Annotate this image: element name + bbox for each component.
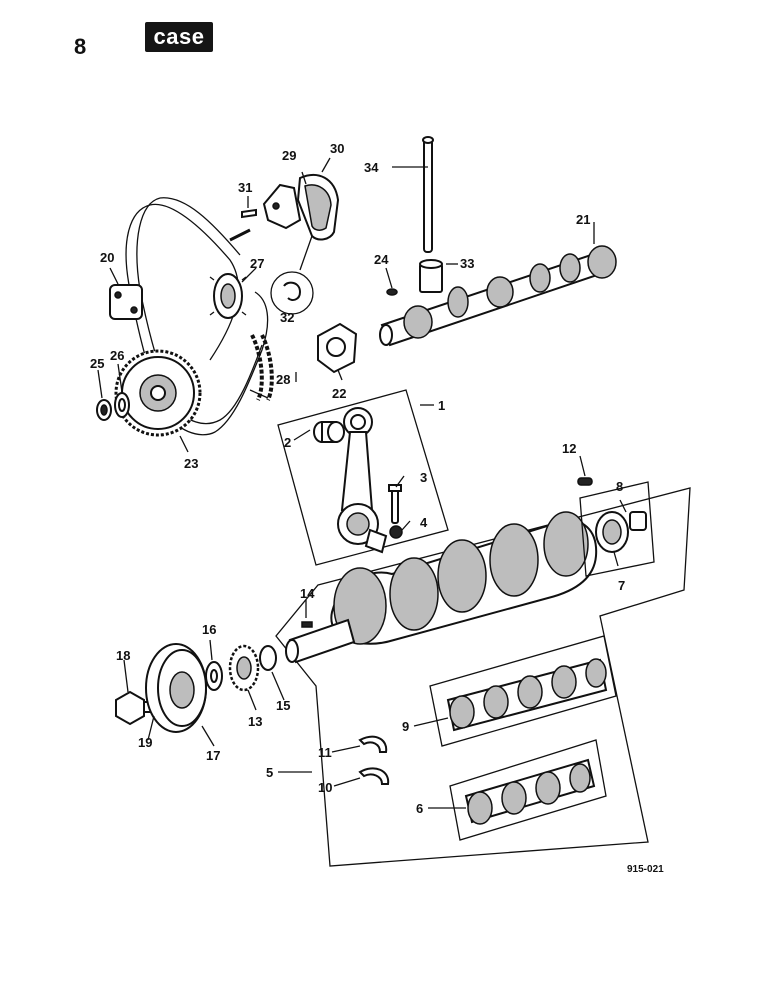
- callout-27: 27: [250, 256, 264, 271]
- callout-16: 16: [202, 622, 216, 637]
- callout-32: 32: [280, 310, 294, 325]
- main-bearing-box-6: [449, 739, 607, 841]
- part-1-connecting-rod: [337, 407, 388, 554]
- part-4-rod-nut: [389, 525, 403, 539]
- part-27-sprocket: [209, 273, 247, 319]
- callout-9: 9: [402, 719, 409, 734]
- callout-14: 14: [300, 586, 315, 601]
- part-3-rod-bolt: [388, 484, 402, 524]
- callout-10: 10: [318, 780, 332, 795]
- part-20-tensioner-block: [109, 284, 143, 320]
- callout-20: 20: [100, 250, 114, 265]
- callout-26: 26: [110, 348, 124, 363]
- part-26-washer: [114, 392, 130, 418]
- callout-4: 4: [420, 515, 428, 530]
- part-2-bushing: [313, 421, 345, 443]
- figure-reference-code: 915-021: [627, 864, 664, 875]
- guide-strip: [229, 228, 251, 242]
- connecting-rod-group-box: [277, 389, 449, 566]
- callout-6: 6: [416, 801, 423, 816]
- part-6-main-bearings: [464, 758, 596, 825]
- callout-29: 29: [282, 148, 296, 163]
- callout-25: 25: [90, 356, 104, 371]
- callout-2: 2: [284, 435, 291, 450]
- callout-24: 24: [374, 252, 389, 267]
- callout-7: 7: [618, 578, 625, 593]
- part-7-rear-seal: [595, 511, 629, 553]
- main-bearing-box-9: [429, 635, 617, 747]
- part-30-tensioner-pulley: [296, 173, 340, 241]
- callout-31: 31: [238, 180, 252, 195]
- crankshaft: [285, 511, 598, 664]
- part-15-o-ring: [259, 645, 277, 671]
- part-9-main-bearings: [446, 658, 608, 732]
- part-25-nut: [96, 399, 112, 421]
- callout-3: 3: [420, 470, 427, 485]
- case-logo: case: [145, 22, 213, 52]
- part-21-camshaft: [379, 245, 617, 347]
- callout-21: 21: [576, 212, 590, 227]
- part-17-crank-pulley: [145, 643, 207, 733]
- callout-12: 12: [562, 441, 576, 456]
- part-12-dowel: [577, 477, 593, 486]
- part-11-thrust-washer: [358, 735, 388, 753]
- part-28-timing-chain: [250, 334, 274, 401]
- callout-15: 15: [276, 698, 290, 713]
- part-31-pin: [241, 208, 257, 219]
- part-32-clip: [270, 235, 314, 315]
- page-number: 8: [74, 34, 87, 59]
- callout-28: 28: [276, 372, 290, 387]
- callout-30: 30: [330, 141, 344, 156]
- part-10-thrust-washer: [358, 767, 390, 785]
- part-16-spacer: [205, 661, 223, 691]
- part-8-bushing: [629, 511, 647, 531]
- callout-labels: 34 30 29 31 21 20 27 24 33 32 22 28 25 2…: [90, 141, 625, 816]
- rear-seal-box: [579, 481, 655, 577]
- part-34-push-rod: [422, 136, 434, 253]
- callout-33: 33: [460, 256, 474, 271]
- part-13-crank-gear: [228, 644, 260, 692]
- callout-8: 8: [616, 479, 623, 494]
- callout-17: 17: [206, 748, 220, 763]
- callout-1: 1: [438, 398, 445, 413]
- callout-34: 34: [364, 160, 379, 175]
- callout-18: 18: [116, 648, 130, 663]
- callout-23: 23: [184, 456, 198, 471]
- callout-22: 22: [332, 386, 346, 401]
- callout-11: 11: [318, 745, 332, 760]
- part-14-key: [301, 621, 313, 628]
- part-23-cam-gear: [114, 349, 202, 437]
- callout-19: 19: [138, 735, 152, 750]
- part-29-tensioner-bracket: [262, 183, 302, 230]
- callout-5: 5: [266, 765, 273, 780]
- leader-lines: [97, 157, 627, 809]
- part-33-tappet: [419, 259, 443, 293]
- callout-13: 13: [248, 714, 262, 729]
- part-24-key: [386, 288, 398, 296]
- part-22-gasket: [317, 322, 358, 374]
